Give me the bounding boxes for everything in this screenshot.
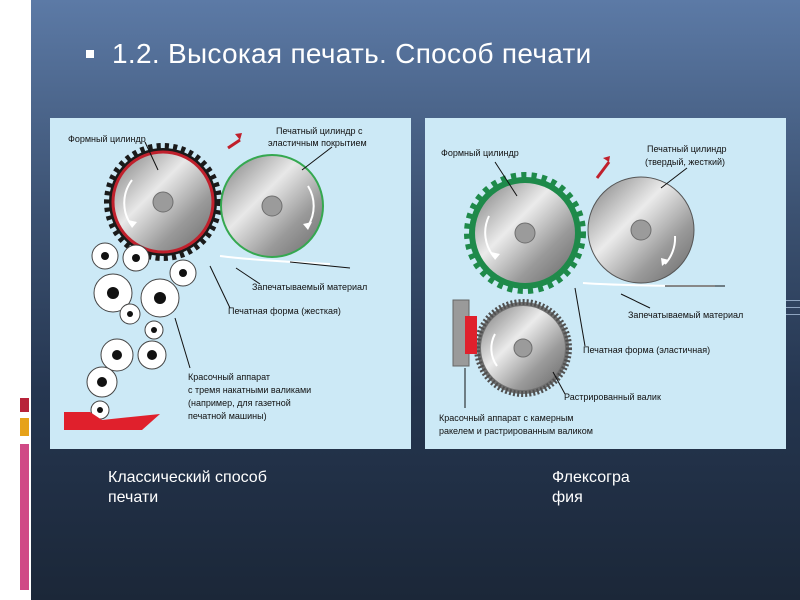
- accent-bar-orange: [20, 418, 29, 436]
- classic-impression-cylinder: [220, 154, 324, 258]
- classic-label-form-cylinder: Формный цилиндр: [68, 134, 146, 144]
- flexo-chamber-blade: [452, 299, 477, 367]
- classic-label-ink-unit-3: (например, для газетной: [188, 398, 291, 408]
- classic-caption: Классический способ печати: [108, 468, 267, 508]
- flexo-diagram: Формный цилиндр Печатный цилиндр (тверды…: [425, 118, 786, 449]
- classic-material-path: [219, 133, 351, 269]
- classic-label-ink-unit-2: с тремя накатными валиками: [188, 385, 311, 395]
- flexo-caption-line2: фия: [552, 489, 583, 506]
- classic-diagram: Формный цилиндр Печатный цилиндр с эласт…: [50, 118, 411, 449]
- accent-bar-red: [20, 398, 29, 412]
- classic-leader-lines: [144, 141, 333, 369]
- flexo-label-ink-unit-2: ракелем и растрированным валиком: [439, 426, 593, 436]
- classic-label-impression-2: эластичным покрытием: [268, 138, 367, 148]
- classic-caption-line2: печати: [108, 489, 159, 506]
- classic-label-ink-unit-4: печатной машины): [188, 411, 267, 421]
- flexo-caption-line1: Флексогра: [552, 469, 630, 486]
- flexo-material-path: [582, 156, 725, 287]
- flexo-label-form-cylinder: Формный цилиндр: [441, 148, 519, 158]
- classic-label-printing-form: Печатная форма (жесткая): [228, 306, 341, 316]
- flexo-label-impression-1: Печатный цилиндр: [647, 144, 726, 154]
- flexo-label-anilox: Растрированный валик: [564, 392, 661, 402]
- classic-label-ink-unit-1: Красочный аппарат: [188, 372, 270, 382]
- title-row: 1.2. Высокая печать. Способ печати: [86, 38, 592, 70]
- flexo-leader-lines: [464, 161, 688, 408]
- classic-label-material: Запечатываемый материал: [252, 282, 367, 292]
- flexo-anilox-roller: [474, 299, 572, 397]
- flexo-impression-cylinder: [587, 176, 695, 284]
- flexo-label-material: Запечатываемый материал: [628, 310, 743, 320]
- classic-ink-tray: [64, 412, 160, 430]
- slide-title: 1.2. Высокая печать. Способ печати: [112, 38, 592, 69]
- flexo-label-impression-2: (твердый, жесткий): [645, 157, 725, 167]
- accent-bar-pink: [20, 444, 29, 590]
- flexo-label-printing-form: Печатная форма (эластичная): [583, 345, 710, 355]
- right-edge-decoration: [786, 300, 800, 321]
- classic-caption-line1: Классический способ: [108, 469, 267, 486]
- flexo-label-ink-unit-1: Красочный аппарат с камерным: [439, 413, 573, 423]
- flexo-caption: Флексогра фия: [552, 468, 630, 508]
- classic-form-cylinder: [104, 143, 222, 261]
- flexo-form-cylinder: [464, 172, 586, 294]
- bullet-icon: [86, 50, 94, 58]
- classic-label-impression-1: Печатный цилиндр с: [276, 126, 363, 136]
- classic-ink-rollers: [86, 242, 197, 420]
